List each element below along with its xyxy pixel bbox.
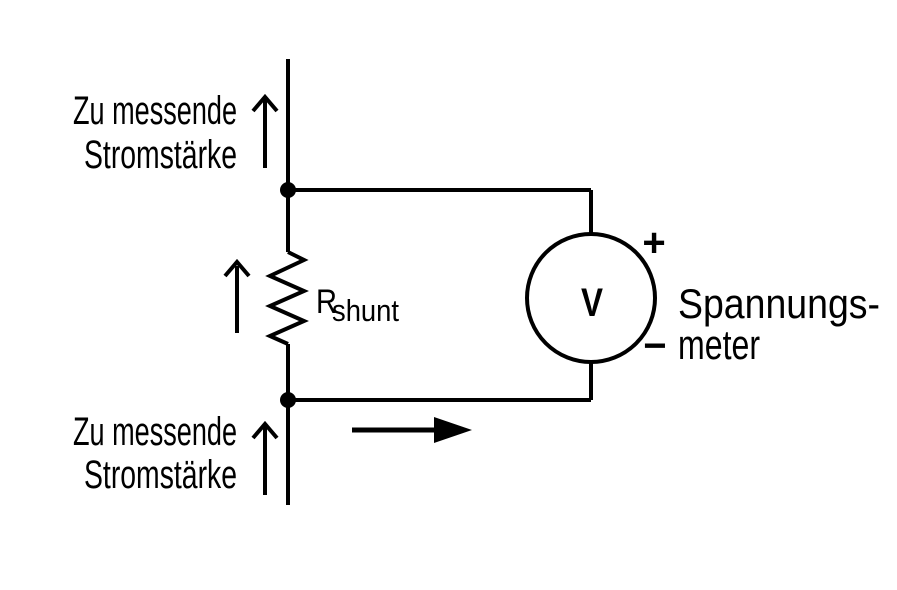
bottom-current-label-line1: Zu messende [73,410,237,454]
shunt-resistor-zigzag [265,250,309,346]
top-current-label-line1: Zu messende [73,89,237,133]
voltmeter-label-line2: meter [678,321,760,368]
voltmeter-label-line1: Spannungs- [678,280,880,327]
current-arrow-top-icon [251,93,279,168]
top-current-label-line2: Stromstärke [84,133,237,177]
junction-dot-top [280,182,296,198]
resistor-label: R [316,283,337,321]
voltmeter-symbol: V [581,281,603,325]
plus-sign: + [642,221,665,265]
junction-dot-bottom [280,392,296,408]
current-flow-arrow-icon [352,417,472,443]
current-arrow-bottom-icon [251,420,279,495]
minus-sign: − [643,324,666,368]
resistor-current-arrow-icon [223,258,251,333]
voltmeter-circle [525,232,657,364]
bottom-current-label-line2: Stromstärke [84,453,237,497]
resistor-label-subscript: shunt [332,293,399,328]
